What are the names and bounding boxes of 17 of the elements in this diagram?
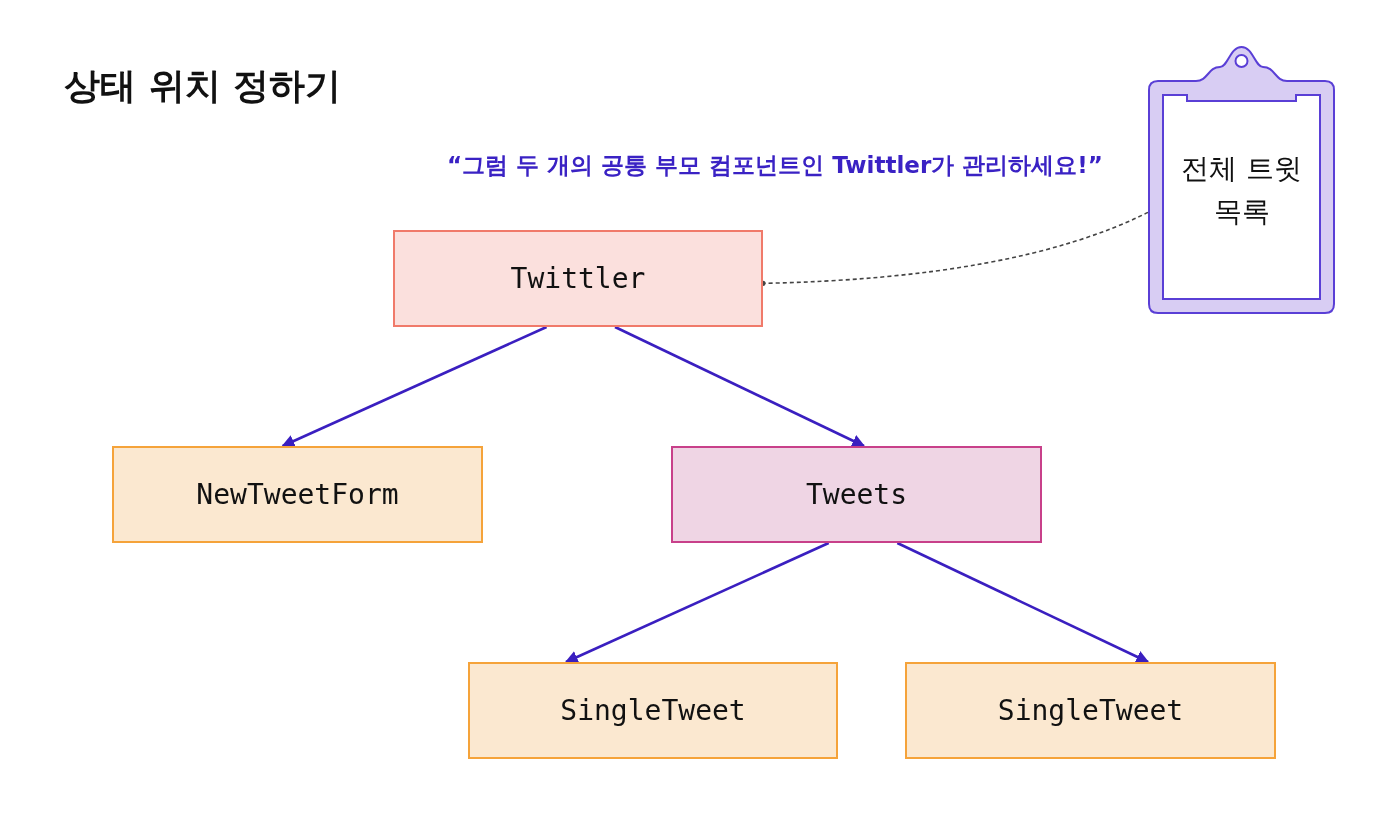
component-box — [905, 662, 1276, 759]
title: 상태 위치 정하기 — [64, 64, 342, 108]
component-box — [468, 662, 838, 759]
component-name: SingleTweet — [560, 694, 746, 727]
quote-note: “그럼 두 개의 공통 부모 컴포넌트인 Twittler가 관리하세요!” — [446, 151, 1104, 180]
note-text: 전체 트윗 목록 — [1180, 150, 1303, 230]
component-name: Tweets — [805, 478, 908, 511]
arrow — [614, 325, 866, 448]
component-name: Twittler — [510, 262, 646, 295]
component-name: NewTweetForm — [196, 478, 399, 511]
arrow — [896, 541, 1150, 664]
component-box — [393, 230, 763, 327]
arrow — [281, 325, 548, 448]
component-box — [671, 446, 1042, 543]
arrow — [564, 541, 830, 664]
component-box — [112, 446, 483, 543]
component-name: SingleTweet — [997, 694, 1184, 727]
